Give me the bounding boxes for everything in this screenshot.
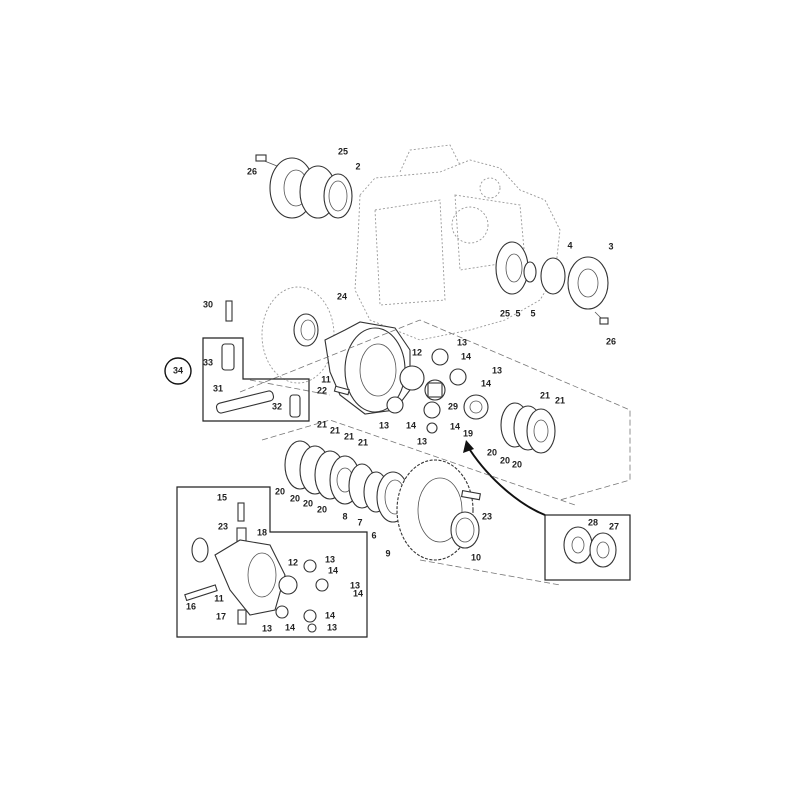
callout-label: 13 xyxy=(492,365,502,375)
callout-label: 17 xyxy=(216,611,226,621)
callout-label: 13 xyxy=(327,622,337,632)
callout-label: 13 xyxy=(457,337,467,347)
callout-label: 28 xyxy=(588,517,598,527)
callout-label: 32 xyxy=(272,401,282,411)
callout-label: 20 xyxy=(290,493,300,503)
callout-label: 22 xyxy=(317,385,327,395)
callout-label: 20 xyxy=(487,447,497,457)
callout-label: 24 xyxy=(337,291,347,301)
callout-label: 4 xyxy=(567,240,572,250)
callout-label: 26 xyxy=(247,166,257,176)
callout-label: 25 xyxy=(338,146,348,156)
callout-label: 11 xyxy=(214,593,224,603)
callout-label: 9 xyxy=(385,548,390,558)
callout-label: 33 xyxy=(203,357,213,367)
flange-assembly-right xyxy=(495,241,609,325)
callout-label: 20 xyxy=(275,486,285,496)
crown-wheel xyxy=(396,459,482,561)
callout-label: 14 xyxy=(328,565,338,575)
callout-label: 34 xyxy=(173,365,183,375)
callout-label: 23 xyxy=(482,511,492,521)
callout-label: 15 xyxy=(217,492,227,502)
callout-label: 21 xyxy=(358,437,368,447)
clutch-pack-left xyxy=(284,440,410,523)
flange-assembly-left xyxy=(255,154,353,219)
callout-label: 6 xyxy=(371,530,376,540)
callout-label: 25 xyxy=(500,308,510,318)
callout-label: 21 xyxy=(317,419,327,429)
callout-label: 19 xyxy=(463,428,473,438)
callout-label: 13 xyxy=(262,623,272,633)
callout-label: 14 xyxy=(353,588,363,598)
callout-label: 13 xyxy=(379,420,389,430)
callout-label: 29 xyxy=(448,401,458,411)
callout-label: 11 xyxy=(321,374,331,384)
assembly-arrow xyxy=(469,449,546,516)
callout-label: 26 xyxy=(606,336,616,346)
differential-housing xyxy=(324,321,411,415)
inset-gears-28-27 xyxy=(544,514,631,581)
callout-label: 20 xyxy=(512,459,522,469)
clutch-pack-right xyxy=(500,402,556,454)
callout-label: 14 xyxy=(325,610,335,620)
callout-label: 14 xyxy=(285,622,295,632)
callout-label: 7 xyxy=(357,517,362,527)
inset-alternative-differential xyxy=(176,486,368,638)
callout-label: 20 xyxy=(500,455,510,465)
side-gears xyxy=(386,348,489,434)
callout-label: 8 xyxy=(342,511,347,521)
arrowhead-icon xyxy=(463,440,474,453)
callout-label: 16 xyxy=(186,601,196,611)
callout-label: 5 xyxy=(530,308,535,318)
ring-gear-rear xyxy=(261,286,335,384)
callout-label: 13 xyxy=(350,580,360,590)
guide-lines xyxy=(239,319,631,586)
callout-label: 21 xyxy=(555,395,565,405)
callout-label: 14 xyxy=(406,420,416,430)
callout-label: 23 xyxy=(218,521,228,531)
callout-label: 27 xyxy=(609,521,619,531)
callout-label: 21 xyxy=(540,390,550,400)
transmission-housing xyxy=(354,144,561,341)
kit-box-34 xyxy=(202,300,310,422)
callout-label: 13 xyxy=(325,554,335,564)
callout-label: 14 xyxy=(461,351,471,361)
callout-label: 13 xyxy=(417,436,427,446)
callout-label: 21 xyxy=(344,431,354,441)
callout-label: 21 xyxy=(330,425,340,435)
callout-label: 18 xyxy=(257,527,267,537)
callout-label: 12 xyxy=(412,347,422,357)
callout-label: 14 xyxy=(481,378,491,388)
callout-label: 5 xyxy=(515,308,520,318)
callout-circle-34 xyxy=(164,357,192,385)
callout-label: 14 xyxy=(450,421,460,431)
callout-label: 31 xyxy=(213,383,223,393)
callout-label: 30 xyxy=(203,299,213,309)
callout-label: 2 xyxy=(355,161,360,171)
callout-label: 10 xyxy=(471,552,481,562)
callout-label: 20 xyxy=(317,504,327,514)
callout-label: 3 xyxy=(608,241,613,251)
callout-label: 20 xyxy=(303,498,313,508)
callout-label: 12 xyxy=(288,557,298,567)
